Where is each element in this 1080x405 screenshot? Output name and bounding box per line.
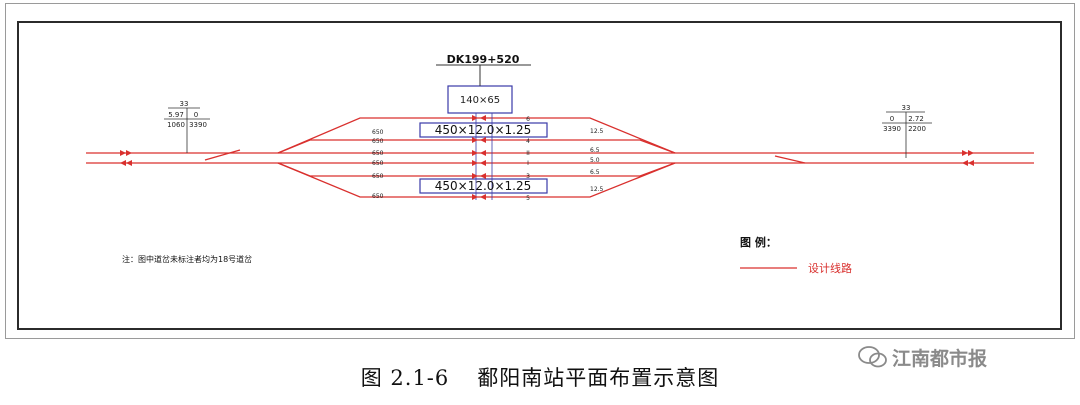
turnout-note: 注：图中道岔未标注者均为18号道岔 <box>122 254 252 264</box>
spacing-lower-outer: 12.5 <box>590 186 604 193</box>
east-curve-radius: 33 <box>902 104 911 112</box>
track-6-east <box>520 117 676 154</box>
track-3-west <box>277 162 520 177</box>
arrow-west-up-1 <box>120 150 126 156</box>
legend-title: 图 例： <box>740 235 777 249</box>
figure-title: 鄱阳南站平面布置示意图 <box>477 366 720 390</box>
length-track-4: 650 <box>372 138 384 145</box>
arrow-east-up-2 <box>968 150 974 156</box>
east-curve-a: 0 <box>890 115 894 123</box>
spacing-upper-inner: 6.5 <box>590 147 600 154</box>
figure-number: 图 2.1-6 <box>360 366 450 390</box>
platform-upper-box <box>419 122 548 138</box>
spacing-upper-outer: 12.5 <box>590 128 604 135</box>
watermark: 江南都市报 <box>858 343 987 371</box>
west-curve-a: 5.97 <box>168 111 184 119</box>
track-number-4: 4 <box>526 138 530 145</box>
wechat-icon <box>858 346 887 368</box>
direction-arrows <box>120 115 974 200</box>
watermark-text: 江南都市报 <box>892 347 988 370</box>
west-crossover <box>204 149 241 161</box>
east-curve-d: 2200 <box>908 125 926 133</box>
station-plan: DK199+520 140×65 450×12.0×1.25 450×12.0×… <box>86 53 1034 275</box>
drawing-inner-frame <box>17 21 1062 330</box>
drawing-outer-frame <box>5 3 1075 339</box>
spacing-lower-inner: 6.5 <box>590 169 600 176</box>
track-number-3: 3 <box>526 173 530 180</box>
track-number-II: II <box>526 150 530 157</box>
west-curve-b: 0 <box>194 111 198 119</box>
length-track-I: 650 <box>372 160 384 167</box>
platform-lower-box <box>419 178 548 194</box>
length-track-II: 650 <box>372 150 384 157</box>
track-number-5: 5 <box>526 195 530 202</box>
length-track-6: 650 <box>372 129 384 136</box>
track-4-west <box>277 139 520 154</box>
arrow-east-down-2 <box>962 160 968 166</box>
legend-item-label: 设计线路 <box>808 261 852 275</box>
track-number-6: 6 <box>526 116 530 123</box>
arrow-east-down-1 <box>968 160 974 166</box>
west-curve-radius: 33 <box>180 100 189 108</box>
main-lines <box>86 117 1034 198</box>
track-number-I: I <box>527 160 529 167</box>
arrow-west-down-2 <box>120 160 126 166</box>
track-5-west <box>277 162 520 198</box>
track-5-east <box>520 162 676 198</box>
east-crossover <box>774 155 806 164</box>
arrow-west-down-1 <box>126 160 132 166</box>
platform-label-lower: 450×12.0×1.25 <box>435 179 531 193</box>
figure-caption: 图 2.1-6 鄱阳南站平面布置示意图 <box>0 362 1080 392</box>
spacing-main: 5.0 <box>590 157 600 164</box>
platform-label-upper: 450×12.0×1.25 <box>435 123 531 137</box>
mileage-mark: DK199+520 <box>447 53 520 66</box>
arrow-west-up-2 <box>126 150 132 156</box>
east-curve-b: 2.72 <box>908 115 924 123</box>
arrow-east-up-1 <box>962 150 968 156</box>
building-size: 140×65 <box>460 95 500 106</box>
length-track-3: 650 <box>372 173 384 180</box>
length-track-5: 650 <box>372 193 384 200</box>
east-curve-c: 3390 <box>883 125 901 133</box>
track-4-east <box>520 139 676 154</box>
west-curve-c: 1060 <box>167 121 185 129</box>
west-curve-d: 3390 <box>189 121 207 129</box>
